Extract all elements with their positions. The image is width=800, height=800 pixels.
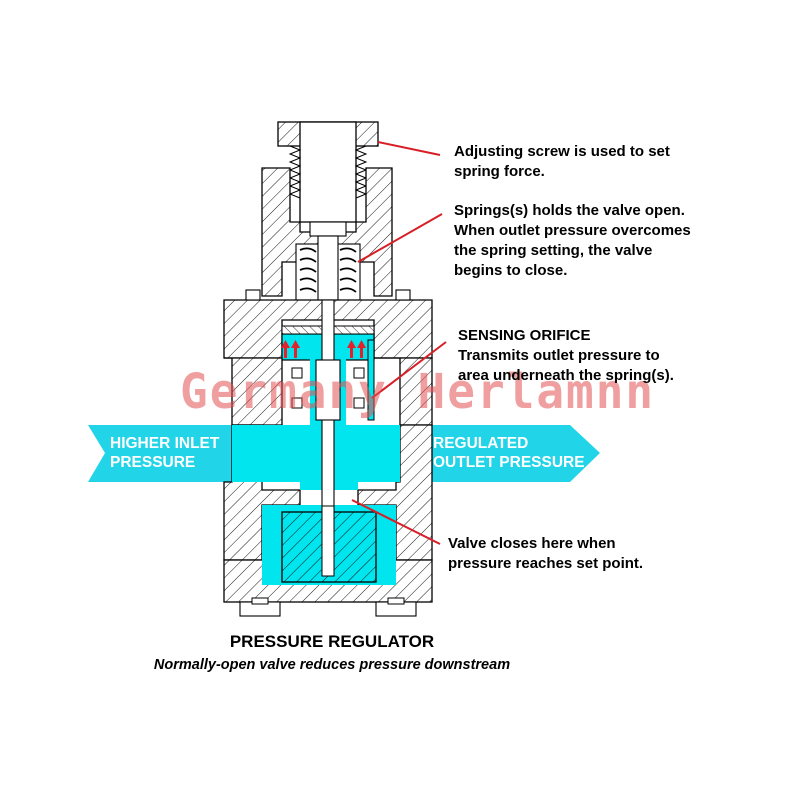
callout-springs-line-4: begins to close. <box>454 262 568 279</box>
watermark: Germany Herlamnn <box>180 362 656 420</box>
callout-adjusting-screw-line-1: Adjusting screw is used to set <box>454 143 670 160</box>
diagram-subtitle: Normally-open valve reduces pressure dow… <box>153 657 511 673</box>
outlet-flow-arrow <box>400 425 600 482</box>
callout-sensing-orifice-line-3: area underneath the spring(s). <box>458 367 674 384</box>
leader-valve-closes <box>351 499 441 545</box>
callout-valve-closes-line-2: pressure reaches set point. <box>448 555 644 572</box>
callout-springs: Springs(s) holds the valve open. When ou… <box>454 201 691 281</box>
leader-springs <box>357 213 443 263</box>
leader-adjusting-screw <box>377 141 441 156</box>
callout-sensing-orifice: SENSING ORIFICE Transmits outlet pressur… <box>458 326 674 386</box>
outlet-label-line-2: OUTLET PRESSURE <box>433 454 585 471</box>
callout-springs-line-1: Springs(s) holds the valve open. <box>454 202 685 219</box>
valve-stem <box>291 299 365 571</box>
adjusting-screw <box>277 121 379 223</box>
springs <box>295 235 361 307</box>
callout-springs-line-3: the spring setting, the valve <box>454 242 653 259</box>
callout-adjusting-screw: Adjusting screw is used to set spring fo… <box>454 142 670 182</box>
leader-lines <box>351 141 447 545</box>
callout-sensing-orifice-line-2: Transmits outlet pressure to <box>458 347 660 364</box>
outlet-label: REGULATED OUTLET PRESSURE <box>433 434 585 472</box>
inlet-label-line-1: HIGHER INLET <box>110 435 220 452</box>
pressure-arrows <box>281 340 366 358</box>
callout-valve-closes: Valve closes here when pressure reaches … <box>448 534 643 574</box>
diagram-title: PRESSURE REGULATOR <box>229 632 435 651</box>
valve-plug <box>281 505 377 583</box>
callout-adjusting-screw-line-2: spring force. <box>454 163 545 180</box>
inlet-label: HIGHER INLET PRESSURE <box>110 434 219 472</box>
callout-springs-line-2: When outlet pressure overcomes <box>454 222 691 239</box>
callout-valve-closes-line-1: Valve closes here when <box>448 535 616 552</box>
leader-sensing-orifice <box>371 341 447 399</box>
inlet-flow-arrow <box>88 425 232 482</box>
outlet-label-line-1: REGULATED <box>433 435 529 452</box>
inlet-label-line-2: PRESSURE <box>110 454 196 471</box>
callout-sensing-orifice-line-1: SENSING ORIFICE <box>458 327 591 344</box>
